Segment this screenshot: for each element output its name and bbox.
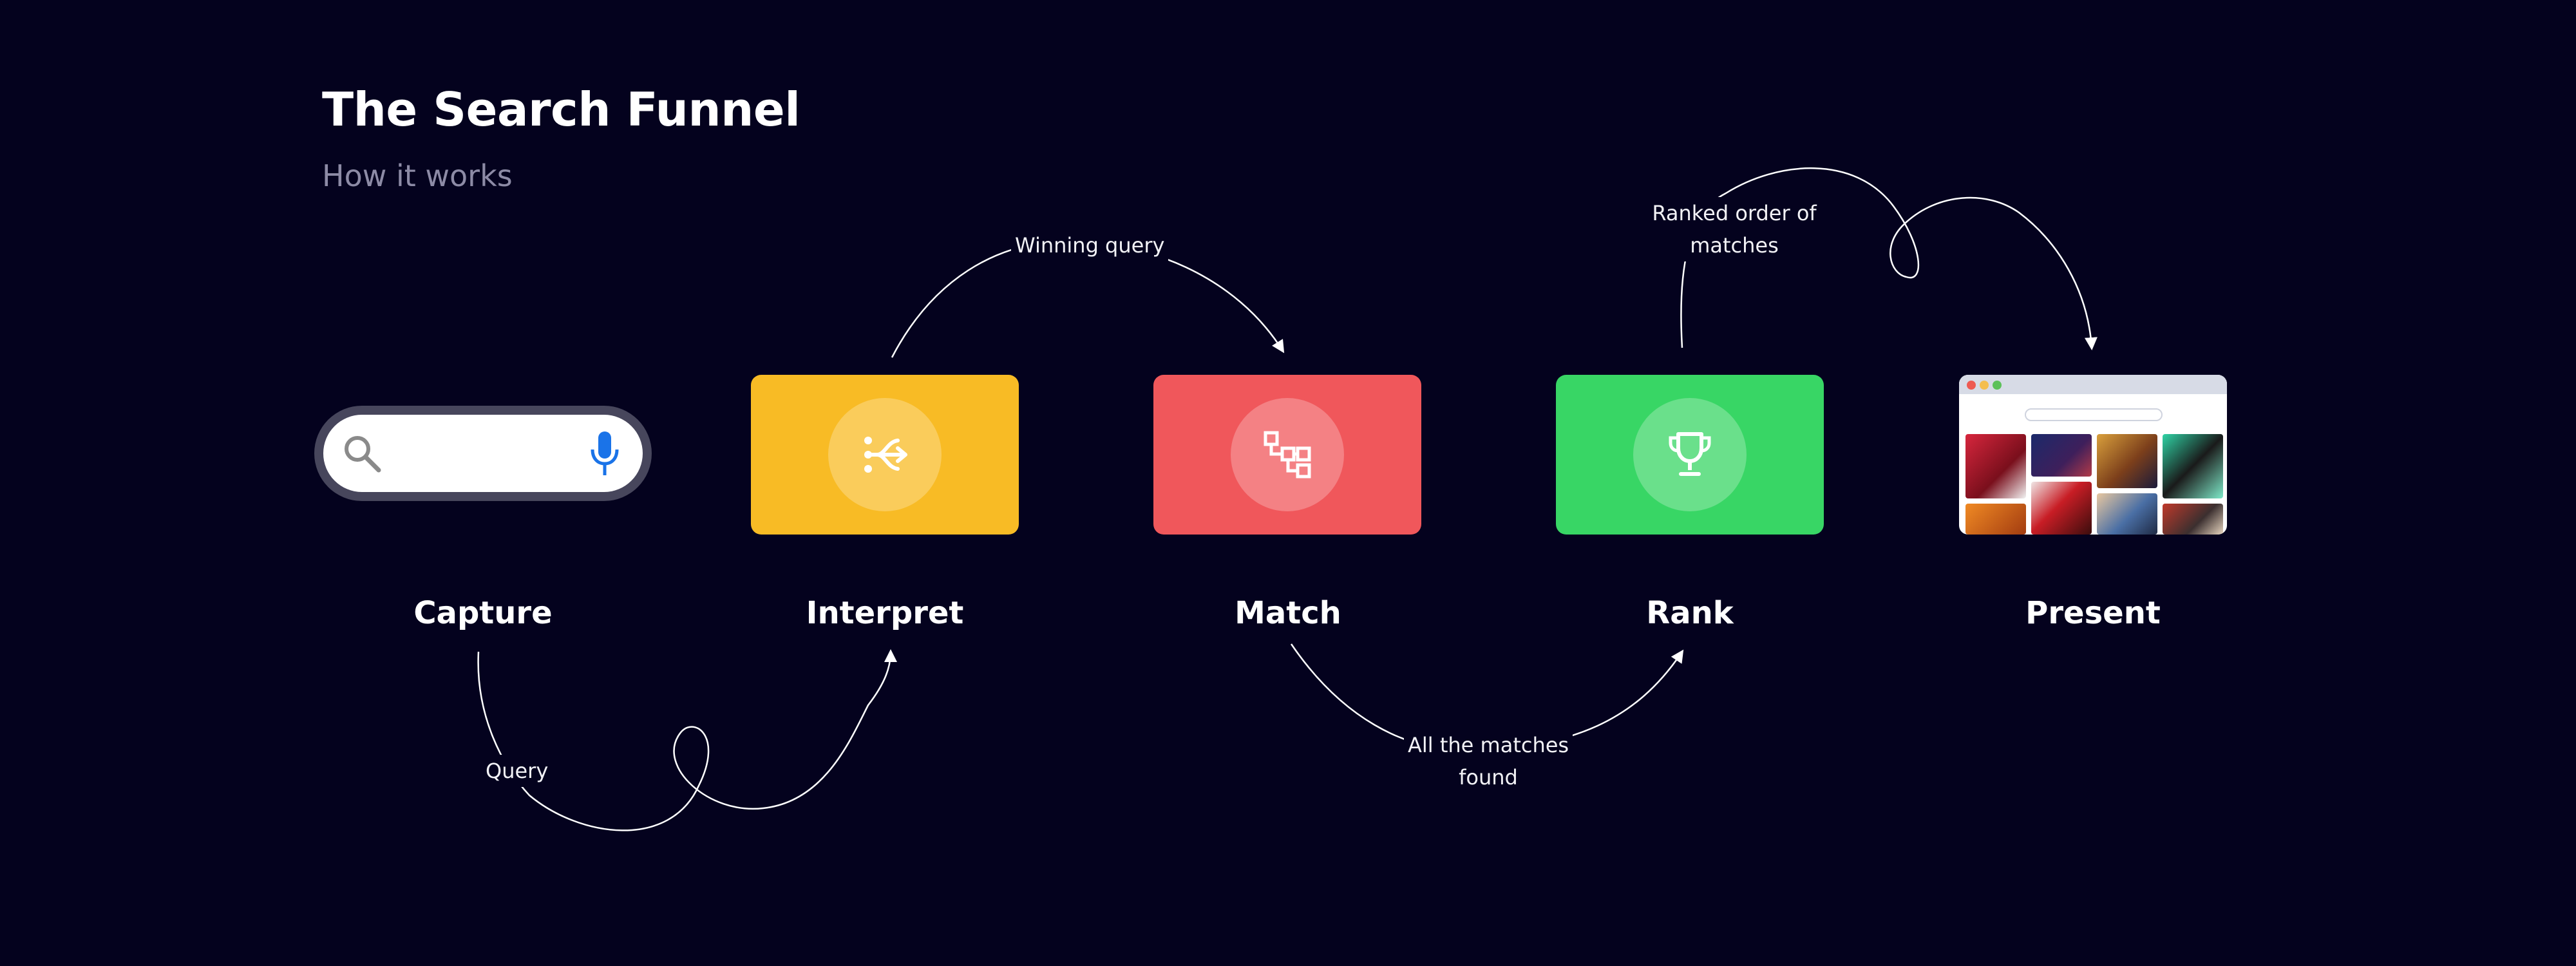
search-icon	[345, 436, 381, 473]
match-card	[1153, 375, 1421, 535]
minimize-dot-icon	[1980, 381, 1989, 390]
rank-card	[1556, 375, 1824, 535]
result-thumbnail	[2163, 504, 2223, 535]
search-bar-illustration	[314, 406, 652, 501]
rank-icon-disc	[1633, 398, 1747, 511]
page-title: The Search Funnel	[322, 82, 800, 137]
result-thumbnail	[2163, 434, 2223, 498]
interpret-card	[751, 375, 1019, 535]
stage-label-rank: Rank	[1646, 595, 1734, 631]
hierarchy-icon	[1264, 431, 1311, 478]
stage-label-present: Present	[2025, 595, 2161, 631]
split-arrows-icon	[864, 437, 907, 473]
annotation-all-matches-line2: found	[1459, 765, 1518, 790]
search-bar-field	[323, 415, 643, 492]
result-thumbnail	[1965, 434, 2026, 498]
result-thumbnail	[2097, 493, 2157, 535]
trophy-icon	[1669, 432, 1711, 476]
result-thumbnail	[2031, 482, 2092, 535]
result-thumbnail	[1965, 504, 2026, 535]
page-subtitle: How it works	[322, 158, 513, 193]
annotation-all-matches-line1: All the matches	[1408, 733, 1569, 757]
maximize-dot-icon	[1993, 381, 2002, 390]
stage-label-capture: Capture	[413, 595, 553, 631]
result-thumbnail	[2097, 434, 2157, 488]
interpret-icon-disc	[828, 398, 942, 511]
match-icon-disc	[1231, 398, 1344, 511]
annotation-all-matches: All the matches found	[1404, 729, 1573, 793]
stage-label-match: Match	[1235, 595, 1341, 631]
browser-results-illustration	[1959, 375, 2227, 535]
stage-label-interpret: Interpret	[806, 595, 964, 631]
arrow-capture-to-interpret	[477, 649, 897, 831]
result-thumbnail	[2031, 434, 2092, 477]
close-dot-icon	[1967, 381, 1976, 390]
annotation-winning-query: Winning query	[1011, 229, 1169, 261]
browser-search-field	[2025, 408, 2163, 421]
annotation-query-text: Query	[486, 759, 549, 783]
annotation-ranked-order: Ranked order of matches	[1646, 197, 1823, 261]
annotation-query: Query	[482, 755, 553, 787]
annotation-winning-query-text: Winning query	[1015, 233, 1165, 258]
browser-toolbar	[1959, 375, 2227, 394]
annotation-ranked-order-line1: Ranked order of	[1652, 201, 1817, 225]
annotation-ranked-order-line2: matches	[1690, 233, 1779, 258]
microphone-icon	[591, 431, 619, 475]
